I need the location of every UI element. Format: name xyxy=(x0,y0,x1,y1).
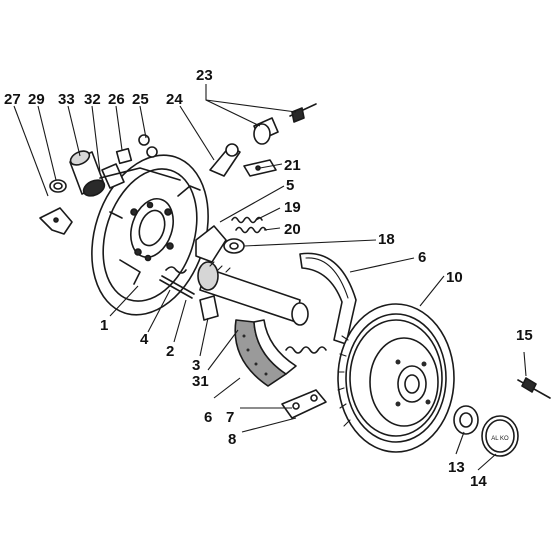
leader-lines xyxy=(13,84,527,471)
pin-2 xyxy=(159,275,195,299)
callout-23: 23 xyxy=(196,67,213,84)
lever-24 xyxy=(209,143,241,177)
callout-4: 4 xyxy=(140,331,149,348)
callout-15: 15 xyxy=(516,327,533,344)
callout-8: 8 xyxy=(228,431,236,448)
callout-6-lower: 6 xyxy=(204,409,212,426)
callout-5: 5 xyxy=(286,177,294,194)
backing-plate xyxy=(91,154,209,316)
brake-shoe-lower xyxy=(234,319,297,387)
bracket-5 xyxy=(195,225,227,263)
callout-14: 14 xyxy=(470,473,487,490)
callout-31: 31 xyxy=(192,373,209,390)
spring-clip-4 xyxy=(165,266,187,274)
callout-2: 2 xyxy=(166,343,174,360)
adjuster-rod xyxy=(99,167,181,181)
nuts-25 xyxy=(138,134,158,158)
callout-25: 25 xyxy=(132,91,149,108)
callout-13: 13 xyxy=(448,459,465,476)
callout-21: 21 xyxy=(284,157,301,174)
plate-26 xyxy=(115,147,133,165)
callout-32: 32 xyxy=(84,91,101,108)
callout-1: 1 xyxy=(100,317,108,334)
bolt-23 xyxy=(253,103,317,145)
brake-shoe-upper xyxy=(299,252,357,345)
callout-26: 26 xyxy=(108,91,125,108)
callout-29: 29 xyxy=(28,91,45,108)
callout-3: 3 xyxy=(192,357,200,374)
bushing-18 xyxy=(223,238,245,254)
brake-drum xyxy=(337,303,455,453)
axle-spindle xyxy=(197,261,309,326)
nut-29 xyxy=(49,179,67,193)
callout-27: 27 xyxy=(4,91,21,108)
callout-24: 24 xyxy=(166,91,183,108)
bearing-sleeve-33 xyxy=(69,150,106,197)
block-3 xyxy=(199,295,219,321)
callout-19: 19 xyxy=(284,199,301,216)
sleeve-32 xyxy=(101,163,125,189)
return-spring xyxy=(285,346,327,354)
hub-cap-14: AL KO xyxy=(481,415,519,457)
callout-7: 7 xyxy=(226,409,234,426)
callout-6-upper: 6 xyxy=(418,249,426,266)
callout-10: 10 xyxy=(446,269,463,286)
spring-19-20 xyxy=(231,216,267,234)
callout-20: 20 xyxy=(284,221,301,238)
callout-33: 33 xyxy=(58,91,75,108)
clip-27 xyxy=(39,207,73,235)
wheel-bolt-15 xyxy=(517,377,551,399)
bracket-7-8 xyxy=(281,389,327,419)
callout-18: 18 xyxy=(378,231,395,248)
hub-nut-13 xyxy=(453,405,479,435)
hub-cap-text: AL KO xyxy=(491,436,509,442)
